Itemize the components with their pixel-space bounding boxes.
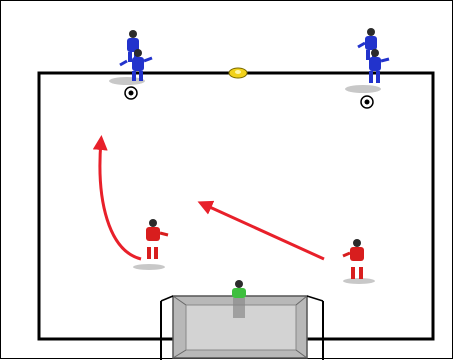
goalkeeper [232,280,246,318]
soccer-ball-left [124,86,138,100]
attacker-player-right [345,28,390,93]
defender-player-center [133,219,169,270]
attacker-player-left [109,30,153,85]
curved-run-arrow [92,135,142,261]
soccer-ball-right [360,95,374,109]
defender-player-right [342,239,375,284]
straight-run-arrow [197,200,325,261]
cone [228,67,248,79]
